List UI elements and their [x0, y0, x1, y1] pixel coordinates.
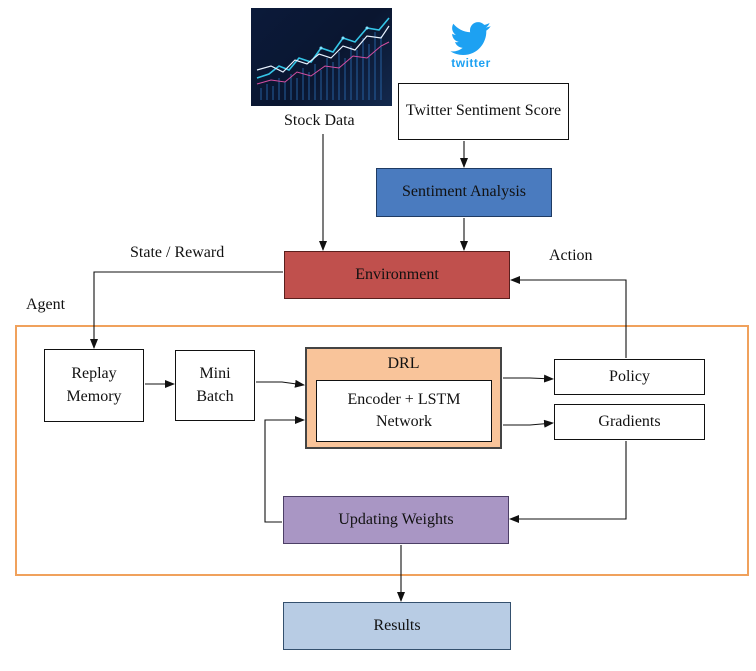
- results-box: Results: [283, 602, 511, 650]
- weights-to-drl-arrow: [264, 416, 305, 523]
- environment-text: Environment: [355, 265, 439, 283]
- environment-to-replay-arrow: [90, 271, 283, 349]
- agent-container: [15, 325, 749, 576]
- policy-box: Policy: [554, 359, 705, 395]
- stock-chart-image: [251, 8, 392, 106]
- twitter-wordmark: twitter: [451, 56, 491, 70]
- mini-batch-box: Mini Batch: [175, 350, 255, 421]
- stock-data-label: Stock Data: [284, 112, 355, 129]
- replay-memory-box: Replay Memory: [44, 349, 144, 422]
- updating-weights-box: Updating Weights: [283, 496, 509, 544]
- updating-weights-text: Updating Weights: [338, 510, 454, 528]
- twitter-sentiment-score-box: Twitter Sentiment Score: [398, 83, 569, 140]
- drl-to-policy-arrow: [503, 374, 554, 383]
- environment-box: Environment: [284, 251, 510, 299]
- policy-to-environment-arrow: [510, 276, 627, 358]
- twitter-bird-icon: [450, 22, 491, 55]
- drl-box: DRL Encoder + LSTM Network: [305, 347, 502, 449]
- policy-text: Policy: [609, 367, 650, 385]
- action-label: Action: [549, 247, 593, 264]
- drl-title: DRL: [387, 355, 420, 372]
- minibatch-to-drl-arrow: [256, 379, 305, 388]
- state-reward-label: State / Reward: [130, 244, 225, 261]
- sentiment-analysis-box: Sentiment Analysis: [376, 168, 552, 217]
- gradients-to-weights-arrow: [509, 441, 627, 523]
- mini-batch-text: Mini Batch: [196, 365, 234, 405]
- encoder-lstm-text: Encoder + LSTM Network: [347, 390, 461, 430]
- twitter-sentiment-score-text: Twitter Sentiment Score: [405, 102, 562, 120]
- gradients-box: Gradients: [554, 404, 705, 440]
- drl-to-gradients-arrow: [503, 419, 554, 428]
- twitter-logo: twitter: [436, 22, 506, 72]
- sentiment-analysis-text: Sentiment Analysis: [402, 183, 526, 201]
- gradients-text: Gradients: [598, 412, 661, 430]
- replay-memory-text: Replay Memory: [66, 365, 122, 405]
- encoder-lstm-box: Encoder + LSTM Network: [316, 380, 492, 442]
- results-text: Results: [373, 616, 421, 634]
- agent-label: Agent: [26, 296, 66, 313]
